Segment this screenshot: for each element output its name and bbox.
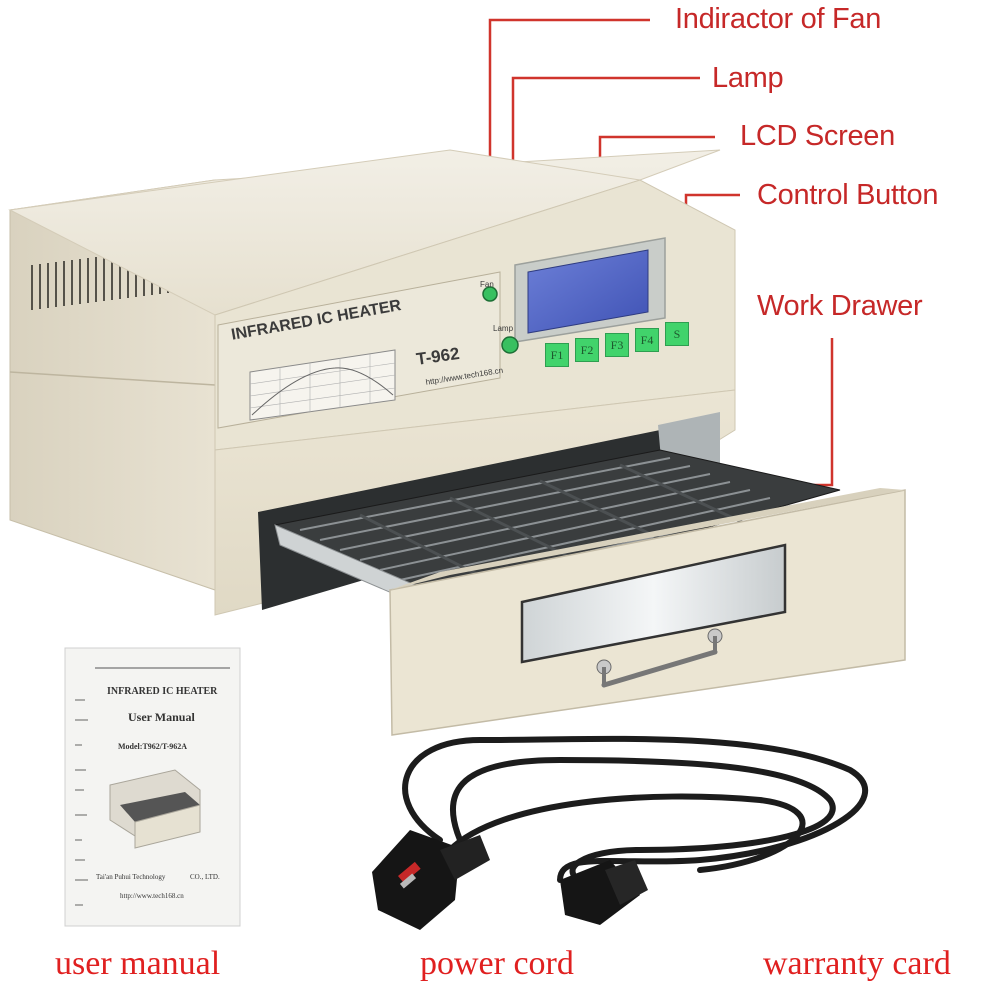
callout-control-button: Control Button [757,179,939,211]
manual-text-lines [75,699,88,906]
power-cord [402,735,868,883]
f2-button[interactable]: F2 [575,338,599,362]
iec-connector-icon [560,860,648,925]
caption-warranty-card: warranty card [763,945,951,982]
lcd-screen [527,249,649,334]
manual-model: Model:T962/T-962A [118,742,188,751]
lamp-label: Lamp [493,324,514,333]
profile-chart [249,349,396,421]
drawer-handle [596,628,723,688]
f1-button[interactable]: F1 [545,343,569,367]
lamp-indicator-icon [501,336,519,354]
caption-user-manual: user manual [55,945,221,982]
manual-company: Tai'an Puhui Technology [96,873,166,881]
callout-lamp: Lamp [712,62,784,94]
drawer-window [520,543,787,664]
callout-fan-indicator: Indiractor of Fan [675,3,882,35]
manual-oven-picture [109,769,201,849]
uk-plug-icon [372,830,490,930]
fan-label: Fan [480,280,494,289]
caption-power-cord: power cord [420,945,574,982]
fan-indicator-icon [482,286,498,302]
manual-company-suffix: CO., LTD. [190,873,220,881]
manual-title: INFRARED IC HEATER [107,686,218,697]
f4-button[interactable]: F4 [635,328,659,352]
s-button[interactable]: S [665,322,689,346]
callout-lcd-screen: LCD Screen [740,120,895,152]
f3-button[interactable]: F3 [605,333,629,357]
manual-url: http://www.tech168.cn [120,892,184,900]
callout-work-drawer: Work Drawer [757,290,923,322]
manual-subtitle: User Manual [128,710,195,724]
